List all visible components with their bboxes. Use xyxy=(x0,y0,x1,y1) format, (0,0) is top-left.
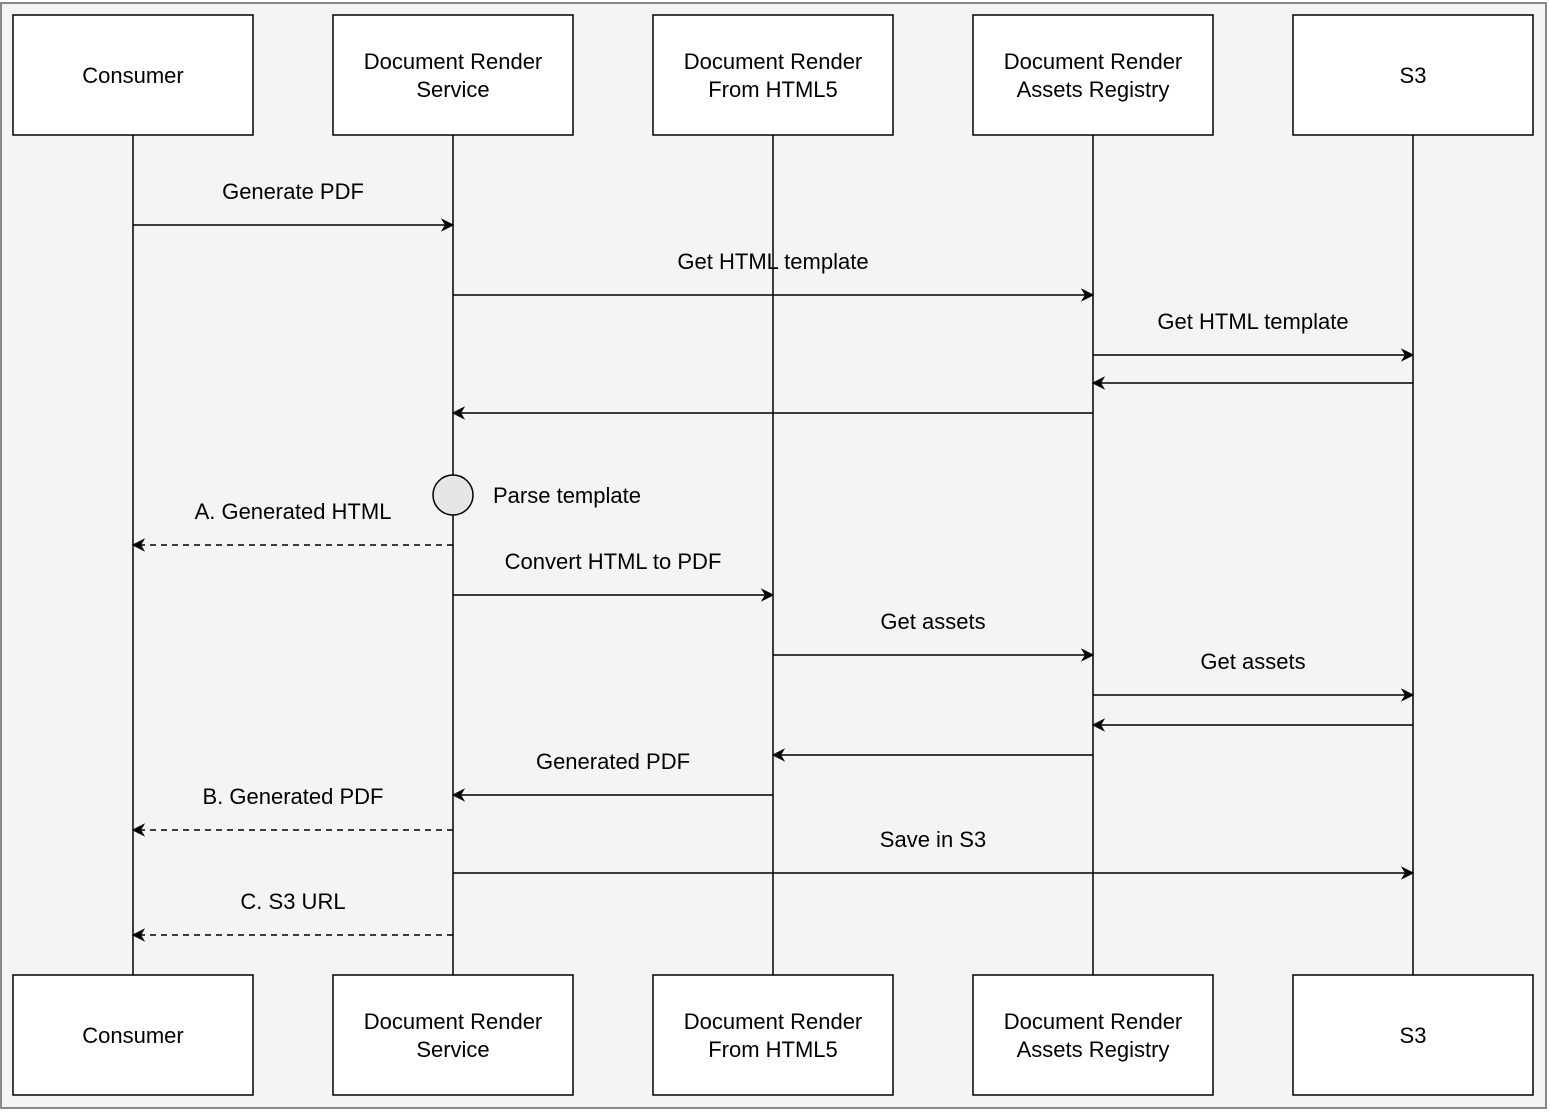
participant-label: Document Render xyxy=(364,1009,543,1034)
participant-label: S3 xyxy=(1400,1023,1427,1048)
participant-box xyxy=(652,974,894,1096)
message: Get HTML template xyxy=(1093,309,1415,362)
message: Convert HTML to PDF xyxy=(453,549,775,602)
message-label: Convert HTML to PDF xyxy=(505,549,722,574)
participant-s3-bottom: S3 xyxy=(1292,974,1534,1096)
message: B. Generated PDF xyxy=(131,784,453,837)
message: Get assets xyxy=(1093,649,1415,702)
participant-box xyxy=(332,14,574,136)
message-label: A. Generated HTML xyxy=(195,499,392,524)
participant-label: S3 xyxy=(1400,63,1427,88)
participant-box xyxy=(972,974,1214,1096)
participant-consumer-bottom: Consumer xyxy=(12,974,254,1096)
participant-label: Assets Registry xyxy=(1017,77,1170,102)
activity-circle xyxy=(432,474,474,516)
participant-label: Assets Registry xyxy=(1017,1037,1170,1062)
participant-label: Document Render xyxy=(364,49,543,74)
participant-s3-top: S3 xyxy=(1292,14,1534,136)
participant-box xyxy=(972,14,1214,136)
participant-box xyxy=(12,14,254,136)
participant-label: Consumer xyxy=(82,63,183,88)
message-label: Generated PDF xyxy=(536,749,690,774)
participant-label: Document Render xyxy=(1004,1009,1183,1034)
message: Get assets xyxy=(773,609,1095,662)
message-label: Get HTML template xyxy=(1157,309,1348,334)
participant-box xyxy=(12,974,254,1096)
message-label: Get HTML template xyxy=(677,249,868,274)
participant-label: From HTML5 xyxy=(708,77,838,102)
message-label: C. S3 URL xyxy=(240,889,345,914)
message: Generated PDF xyxy=(451,749,773,802)
participant-label: Service xyxy=(416,1037,489,1062)
participant-label: Consumer xyxy=(82,1023,183,1048)
message: Save in S3 xyxy=(453,827,1415,880)
participant-label: Document Render xyxy=(684,1009,863,1034)
message: Get HTML template xyxy=(453,249,1095,302)
message: C. S3 URL xyxy=(131,889,453,942)
participant-box xyxy=(1292,14,1534,136)
participant-box xyxy=(652,14,894,136)
participant-label: From HTML5 xyxy=(708,1037,838,1062)
participant-label: Document Render xyxy=(1004,49,1183,74)
message: Generate PDF xyxy=(133,179,455,232)
participant-box xyxy=(1292,974,1534,1096)
message-label: Save in S3 xyxy=(880,827,986,852)
message-label: B. Generated PDF xyxy=(203,784,384,809)
message-label: Get assets xyxy=(880,609,985,634)
participant-box xyxy=(332,974,574,1096)
participant-label: Document Render xyxy=(684,49,863,74)
participant-label: Service xyxy=(416,77,489,102)
message-label: Generate PDF xyxy=(222,179,364,204)
activity-label: Parse template xyxy=(493,483,641,508)
message-label: Get assets xyxy=(1200,649,1305,674)
message: A. Generated HTML xyxy=(131,499,453,552)
participant-consumer-top: Consumer xyxy=(12,14,254,136)
